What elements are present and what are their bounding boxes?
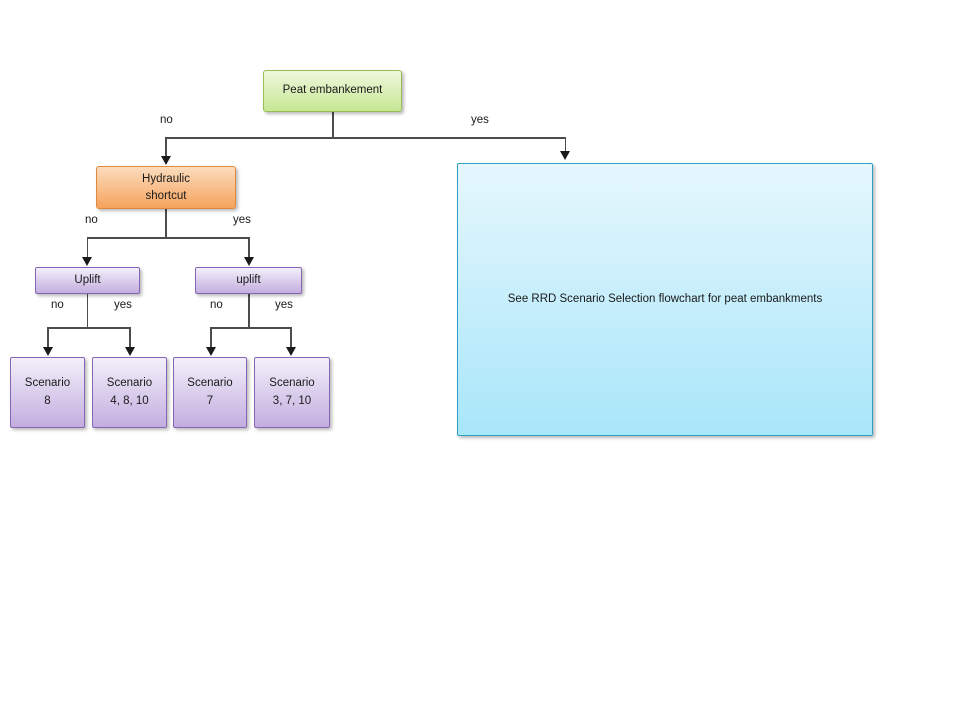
arrowhead-to-uplift-right xyxy=(244,257,254,266)
connector-hydraulic-stem xyxy=(165,209,167,237)
edge-label-uplift-left-yes: yes xyxy=(114,299,132,311)
node-uplift-right-label: uplift xyxy=(236,273,261,286)
node-uplift-left-label: Uplift xyxy=(74,273,101,286)
node-scenario-4-8-10: Scenario 4, 8, 10 xyxy=(92,357,167,428)
node-reference-rrd-flowchart-label: See RRD Scenario Selection flowchart for… xyxy=(507,292,823,305)
node-uplift-right: uplift xyxy=(195,267,302,294)
arrowhead-to-scenario-4-8-10 xyxy=(124,347,135,356)
connector-uplift-left-yes-drop xyxy=(129,327,131,347)
connector-uplift-left-branch xyxy=(47,327,130,329)
arrowhead-to-reference xyxy=(560,151,570,160)
edge-label-root-no: no xyxy=(160,114,173,126)
edge-label-uplift-right-no: no xyxy=(210,299,223,311)
edge-label-hydraulic-no: no xyxy=(85,214,98,226)
arrowhead-to-hydraulic-shortcut xyxy=(161,156,171,165)
connector-hydraulic-branch xyxy=(86,237,250,239)
connector-uplift-right-stem xyxy=(248,294,250,327)
edge-label-root-yes: yes xyxy=(471,114,489,126)
node-uplift-left: Uplift xyxy=(35,267,140,294)
node-scenario-7: Scenario 7 xyxy=(173,357,247,428)
node-scenario-7-label: Scenario 7 xyxy=(187,377,233,407)
connector-hydraulic-yes-drop xyxy=(248,237,250,257)
node-peat-embankment: Peat embankement xyxy=(263,70,402,112)
node-hydraulic-shortcut: Hydraulic shortcut xyxy=(96,166,236,209)
connector-hydraulic-no-drop xyxy=(86,237,88,257)
arrowhead-to-scenario-7 xyxy=(205,347,216,356)
connector-uplift-right-no-drop xyxy=(210,327,212,347)
arrowhead-to-scenario-8 xyxy=(42,347,53,356)
connector-uplift-right-yes-drop xyxy=(290,327,292,347)
node-hydraulic-shortcut-label: Hydraulic shortcut xyxy=(142,172,190,202)
edge-label-hydraulic-yes: yes xyxy=(233,214,251,226)
connector-uplift-left-stem xyxy=(86,294,88,327)
connector-root-branch xyxy=(165,137,566,139)
node-scenario-4-8-10-label: Scenario 4, 8, 10 xyxy=(106,377,153,407)
connector-uplift-left-no-drop xyxy=(47,327,49,347)
node-peat-embankment-label: Peat embankement xyxy=(282,84,383,97)
edge-label-uplift-left-no: no xyxy=(51,299,64,311)
edge-label-uplift-right-yes: yes xyxy=(275,299,293,311)
node-scenario-8: Scenario 8 xyxy=(10,357,85,428)
connector-root-stem xyxy=(332,112,334,137)
node-scenario-3-7-10: Scenario 3, 7, 10 xyxy=(254,357,330,428)
connector-root-yes-drop xyxy=(564,137,566,151)
node-scenario-3-7-10-label: Scenario 3, 7, 10 xyxy=(269,377,315,407)
connector-root-no-drop xyxy=(165,137,167,156)
arrowhead-to-scenario-3-7-10 xyxy=(285,347,296,356)
node-scenario-8-label: Scenario 8 xyxy=(24,377,71,407)
node-reference-rrd-flowchart: See RRD Scenario Selection flowchart for… xyxy=(457,163,873,436)
arrowhead-to-uplift-left xyxy=(82,257,92,266)
connector-uplift-right-branch xyxy=(210,327,291,329)
